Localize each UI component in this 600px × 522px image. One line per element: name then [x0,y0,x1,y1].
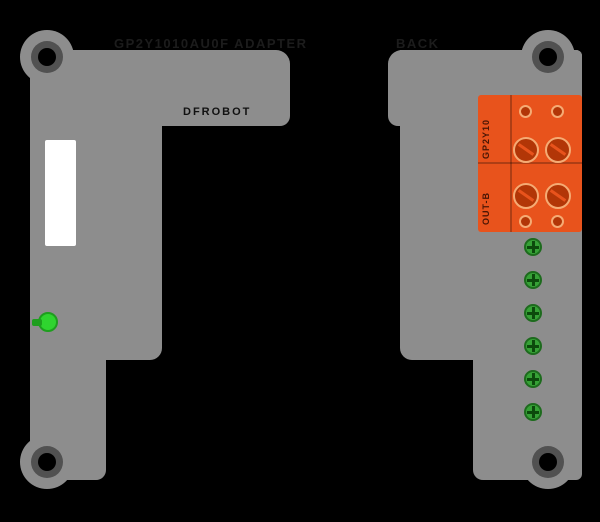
mounting-hole [31,41,63,73]
terminal-block: GP2Y10 OUT-B [478,95,582,232]
terminal-screw [513,137,539,163]
screw-slot [532,373,535,385]
wire-entry-hole [551,105,564,118]
screw-slot [532,307,535,319]
screw-terminal [524,271,542,289]
wire-entry-hole [519,215,532,228]
screw-terminal [524,304,542,322]
blank-label-window [45,140,76,246]
screw-terminal [524,238,542,256]
terminal-screw [545,137,571,163]
silkscreen-text: DFROBOT [183,106,252,118]
screw-terminal [524,403,542,421]
screw-terminal [524,370,542,388]
screw-slot [532,406,535,418]
screw-slot [532,241,535,253]
screw-slot [532,274,535,286]
screw-terminal-column [524,232,546,444]
terminal-label: OUT-B [481,192,491,225]
front-view-caption: GP2Y1010AU0F ADAPTER [114,36,308,51]
terminal-screw [545,183,571,209]
wire-entry-hole [551,215,564,228]
mounting-hole [532,446,564,478]
terminal-screw [513,183,539,209]
screw-terminal [524,337,542,355]
mounting-hole [532,41,564,73]
screw-slot [532,340,535,352]
status-led [32,312,58,332]
wire-entry-hole [519,105,532,118]
board-front-body [30,50,106,480]
terminal-block-divider [510,95,512,232]
mounting-hole [31,446,63,478]
terminal-label: GP2Y10 [481,118,491,159]
terminal-block-divider [478,162,582,164]
back-view-caption: BACK [396,36,440,51]
